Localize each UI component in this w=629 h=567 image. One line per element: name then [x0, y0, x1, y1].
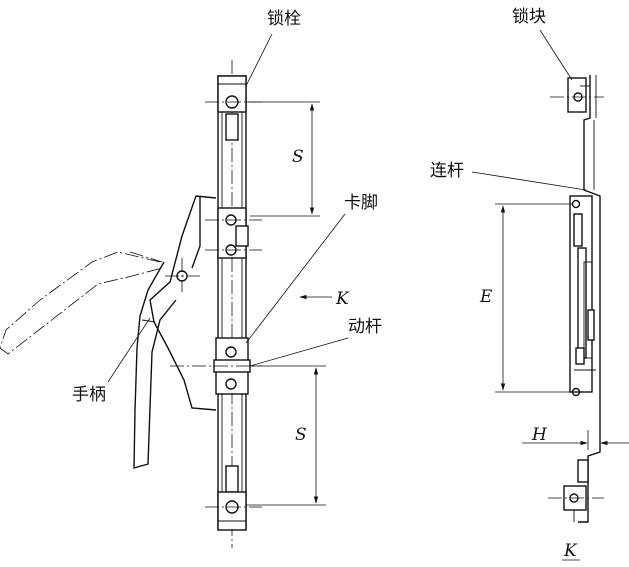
handle-closed	[133, 261, 177, 469]
dim-e: E	[479, 203, 572, 393]
leader-handle	[107, 317, 151, 383]
dim-s-top-label: S	[292, 147, 304, 167]
lock-block-bottom	[548, 459, 604, 522]
k-view-caption: K	[563, 541, 578, 561]
side-link-assembly	[569, 195, 596, 397]
dim-s-top: S	[246, 101, 320, 217]
side-view-k: E H 锁块 连杆 K	[430, 7, 629, 561]
catch-foot-upper	[205, 207, 262, 259]
leader-moving-rod	[249, 337, 349, 367]
k-arrow-label: K	[335, 289, 350, 309]
leader-catch-foot	[245, 213, 346, 344]
bolt-top	[205, 75, 262, 141]
dim-s-bottom-label: S	[295, 425, 307, 445]
lock-block-top	[550, 77, 604, 113]
dim-h: H	[522, 425, 629, 450]
label-moving-rod: 动杆	[348, 317, 382, 337]
label-handle: 手柄	[72, 385, 106, 405]
leader-lock-block	[539, 29, 573, 81]
bolt-bottom-pin	[225, 465, 239, 493]
label-link-rod: 连杆	[430, 161, 464, 181]
front-view: S S K 锁栓 卡脚 动杆 手柄	[0, 9, 382, 548]
leader-link-rod	[471, 171, 587, 191]
bolt-bottom	[205, 465, 262, 531]
bolt-top-pin	[225, 113, 239, 141]
dim-e-label: E	[479, 287, 493, 307]
dim-h-label: H	[531, 425, 548, 445]
handle-bracket	[149, 195, 217, 411]
handle-open-phantom	[0, 251, 163, 355]
k-view-arrow: K	[299, 289, 350, 309]
side-rail	[578, 75, 601, 523]
label-catch-foot: 卡脚	[344, 193, 378, 213]
label-lock-block: 锁块	[512, 7, 546, 27]
label-bolt: 锁栓	[267, 9, 301, 29]
dim-s-bottom: S	[246, 365, 326, 506]
leader-bolt	[245, 33, 273, 87]
catch-foot-lower	[170, 337, 262, 395]
